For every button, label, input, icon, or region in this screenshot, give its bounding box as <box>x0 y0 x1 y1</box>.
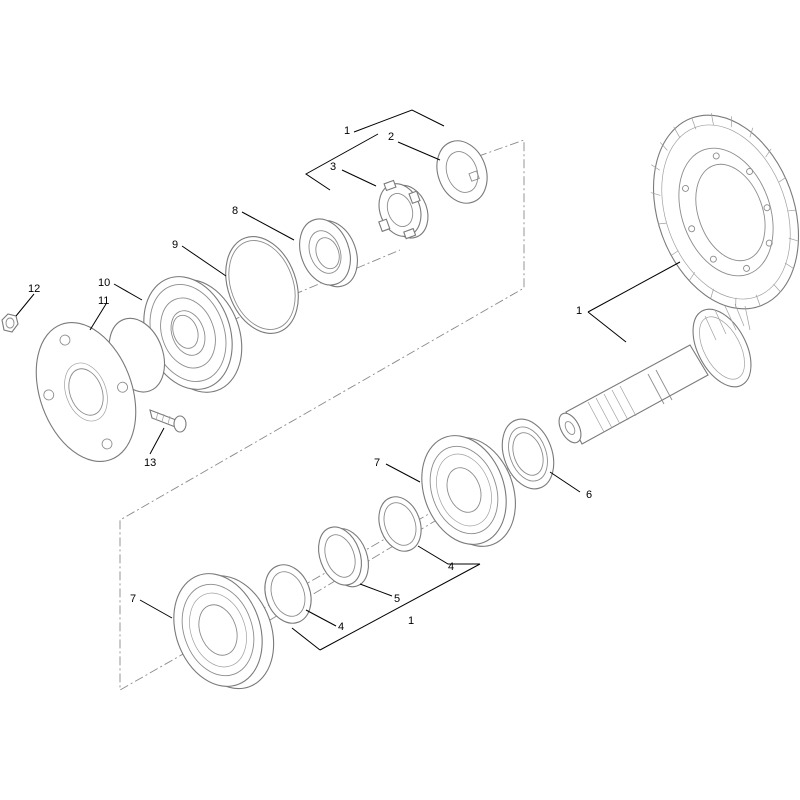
callout-6: 6 <box>586 489 592 501</box>
callout-labels: 1 2 3 8 9 10 11 12 13 1 7 6 4 5 4 1 7 <box>28 125 592 633</box>
callout-1-right: 1 <box>576 305 582 317</box>
callout-1-top: 1 <box>344 125 350 137</box>
callout-9: 9 <box>172 239 178 251</box>
callout-13: 13 <box>144 457 156 469</box>
callout-2: 2 <box>388 131 394 143</box>
part-4-ring-lower <box>264 564 312 624</box>
part-2-washer <box>436 140 488 204</box>
part-4-ring-upper <box>378 496 422 552</box>
part-7-bearing-lower <box>173 573 275 690</box>
part-6-washer <box>501 418 555 490</box>
pinion-shaft <box>558 303 752 445</box>
part-5-spacer <box>318 526 369 588</box>
callout-5: 5 <box>394 593 400 605</box>
callout-1-bottom: 1 <box>408 615 414 627</box>
callout-8: 8 <box>232 205 238 217</box>
callout-7-lower: 7 <box>130 593 136 605</box>
part-7-bearing-upper <box>421 435 516 547</box>
callout-4-upper: 4 <box>448 561 454 573</box>
part-9-o-ring <box>225 236 299 334</box>
callout-12: 12 <box>28 283 40 295</box>
part-12-nut <box>1 313 19 333</box>
part-13-bolt <box>149 409 187 433</box>
callout-7-upper: 7 <box>374 457 380 469</box>
callout-4-lower: 4 <box>338 621 344 633</box>
leader-lines <box>15 109 681 651</box>
callout-3: 3 <box>330 161 336 173</box>
ring-gear <box>650 113 800 310</box>
callout-11: 11 <box>98 295 109 307</box>
part-3-locknut <box>378 179 429 240</box>
callout-10: 10 <box>98 277 110 289</box>
part-8-bearing-cone <box>299 218 358 288</box>
part-11-flange <box>35 317 166 463</box>
